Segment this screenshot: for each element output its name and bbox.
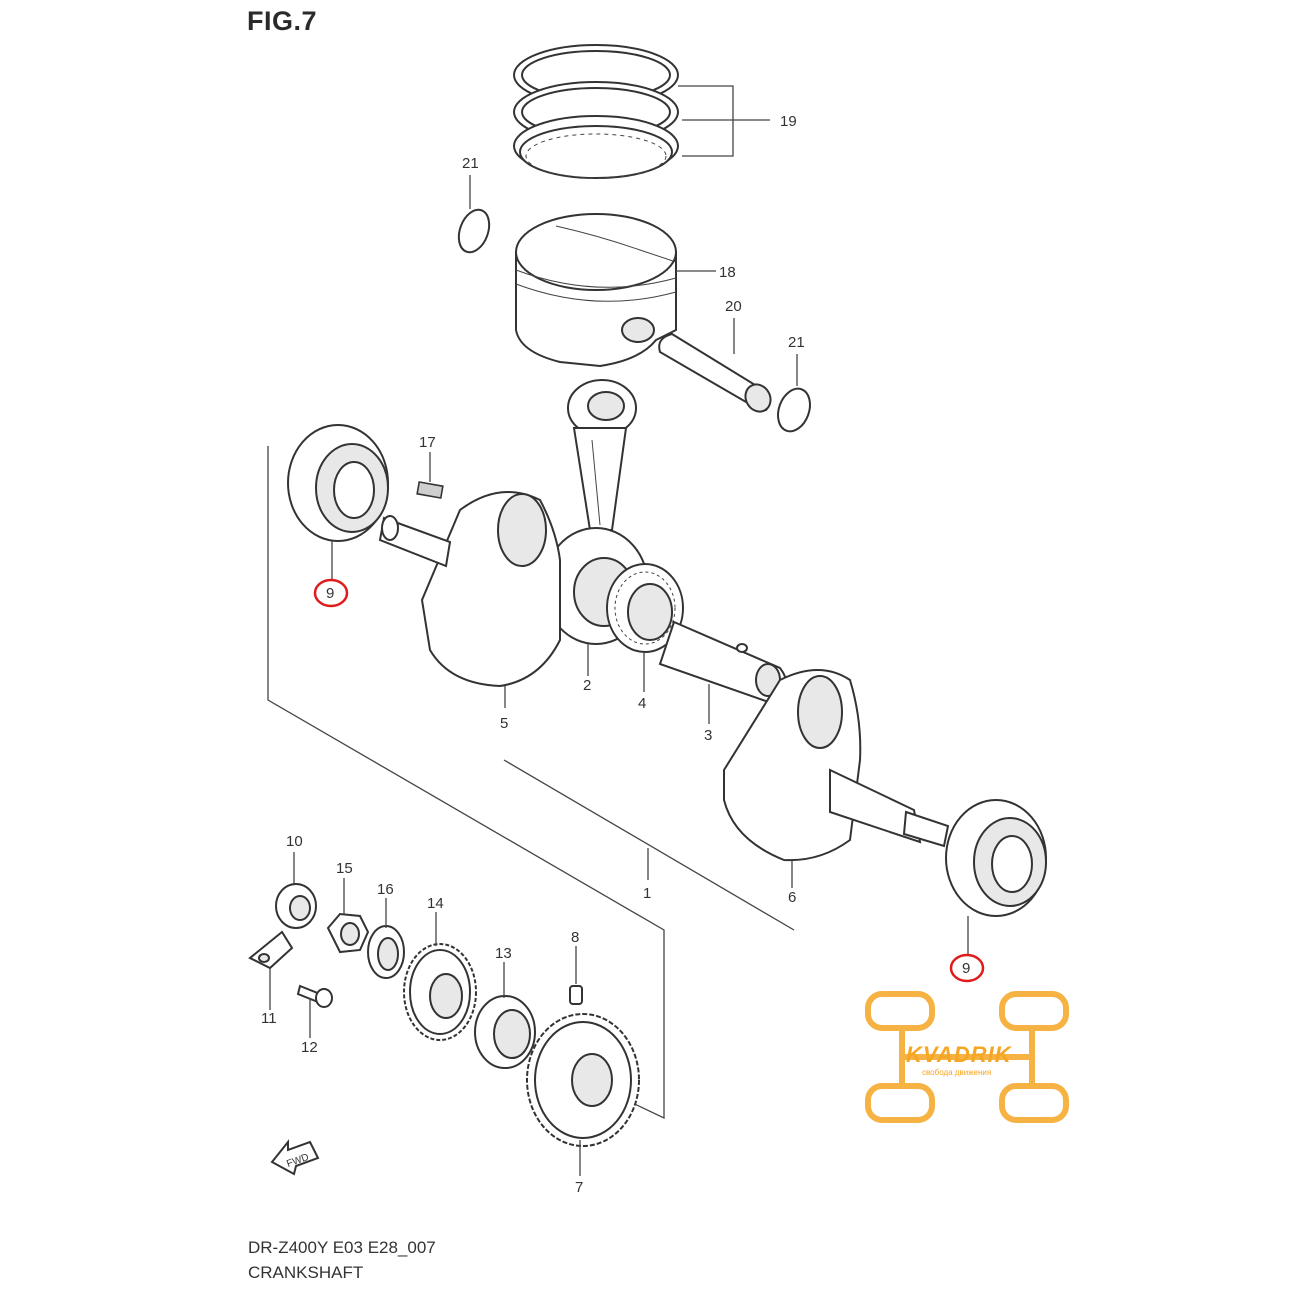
bearing-right (945, 799, 1047, 917)
model-code: DR-Z400Y E03 E28_007 (248, 1238, 436, 1257)
washer-16 (367, 925, 405, 979)
pin-8 (569, 985, 583, 1005)
lock-plate-11 (248, 930, 294, 970)
assembly-name: CRANKSHAFT (248, 1263, 364, 1282)
nut-15 (326, 912, 370, 954)
right-crank-web (723, 669, 950, 862)
needle-bearing (606, 563, 684, 653)
callout-6: 6 (788, 889, 796, 906)
screw-12 (296, 984, 333, 1008)
watermark-brand: KVADRIK (906, 1042, 1012, 1067)
fwd-arrow: FWD (270, 1139, 320, 1176)
callout-9-left: 9 (326, 585, 334, 602)
gear-14 (403, 943, 477, 1041)
callout-17: 17 (419, 434, 436, 451)
callout-21-upper: 21 (462, 155, 479, 172)
bearing-13 (474, 995, 536, 1069)
piston-rings (513, 44, 679, 179)
callout-11: 11 (261, 1010, 277, 1027)
callout-19: 19 (780, 113, 797, 130)
callout-5: 5 (500, 715, 508, 732)
callout-10: 10 (286, 833, 303, 850)
piston-pin (658, 332, 772, 413)
highlight-circle-9-right (949, 953, 985, 983)
callout-14: 14 (427, 895, 444, 912)
figure-title: FIG.7 (247, 6, 318, 36)
callout-7: 7 (575, 1179, 583, 1196)
callout-21-lower: 21 (788, 334, 805, 351)
circlip-lower (777, 387, 811, 433)
crank-pin (658, 620, 788, 708)
bearing-left (287, 424, 389, 542)
callout-20: 20 (725, 298, 742, 315)
washer-10 (275, 883, 317, 929)
callout-2: 2 (583, 677, 591, 694)
left-crank-web (378, 481, 561, 688)
callout-18: 18 (719, 264, 736, 281)
callout-9-right: 9 (962, 960, 970, 977)
callout-3: 3 (704, 727, 712, 744)
callout-4: 4 (638, 695, 646, 712)
callout-16: 16 (377, 881, 394, 898)
callout-1: 1 (643, 885, 651, 902)
callout-12: 12 (301, 1039, 318, 1056)
callout-15: 15 (336, 860, 353, 877)
kvadrik-watermark-logo (865, 991, 1069, 1123)
circlip-upper (457, 208, 491, 254)
callout-8: 8 (571, 929, 579, 946)
piston (515, 213, 677, 368)
watermark-tagline: свобода движения (922, 1068, 992, 1077)
gear-7 (526, 1013, 640, 1147)
callout-13: 13 (495, 945, 512, 962)
highlight-circle-9-left (313, 578, 349, 608)
